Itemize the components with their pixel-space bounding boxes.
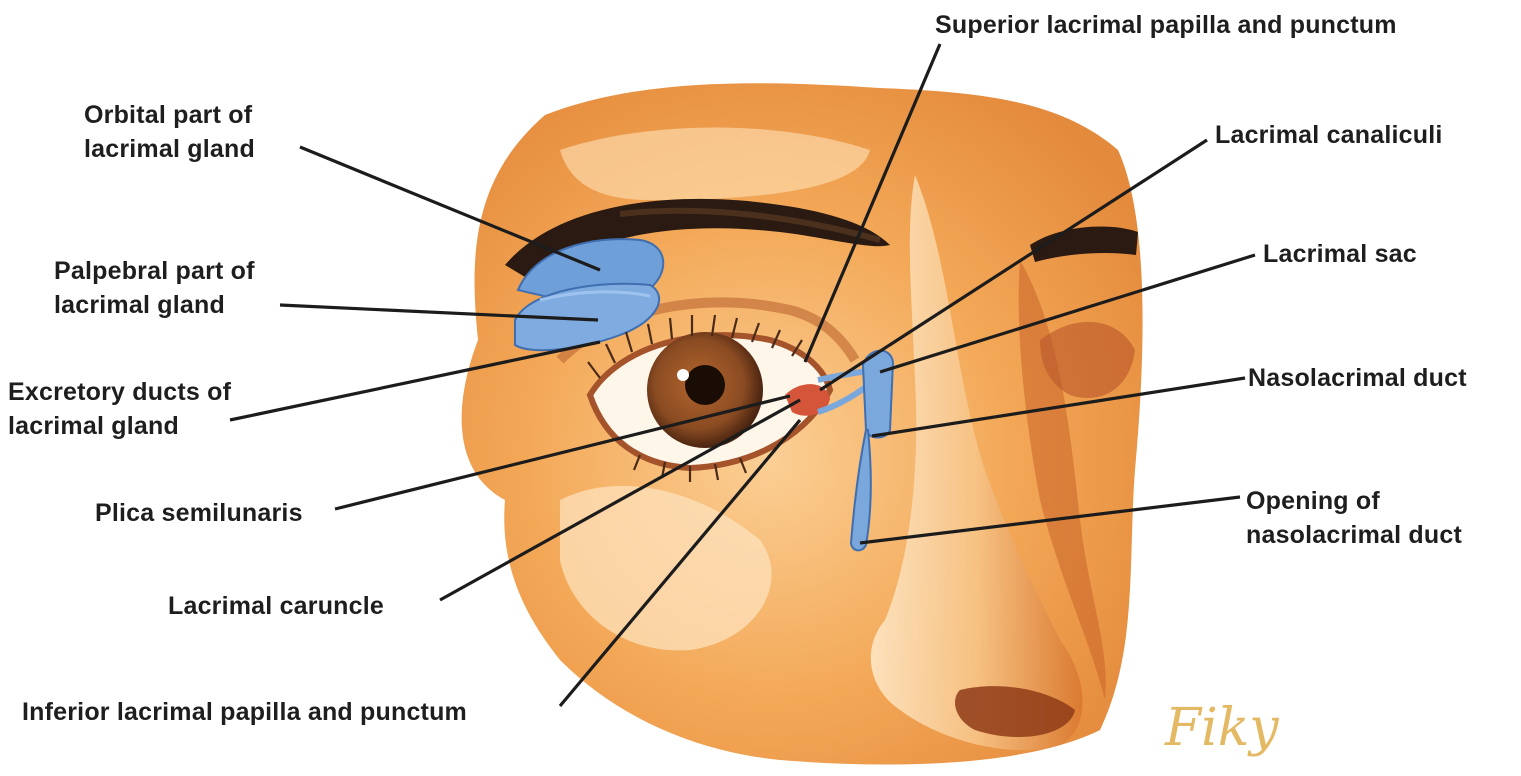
label-lacrimal-caruncle: Lacrimal caruncle xyxy=(168,589,384,623)
lacrimal-sac-shape xyxy=(863,351,893,438)
label-lacrimal-sac: Lacrimal sac xyxy=(1263,237,1417,271)
label-superior-papilla: Superior lacrimal papilla and punctum xyxy=(935,8,1397,42)
label-nasolacrimal-duct: Nasolacrimal duct xyxy=(1248,361,1467,395)
label-orbital-part: Orbital part of lacrimal gland xyxy=(84,98,255,166)
pupil xyxy=(685,365,725,405)
label-lacrimal-canaliculi: Lacrimal canaliculi xyxy=(1215,118,1443,152)
artist-signature: Fiky xyxy=(1165,698,1279,758)
label-opening-nasolacrimal: Opening of nasolacrimal duct xyxy=(1246,484,1462,552)
label-palpebral-part: Palpebral part of lacrimal gland xyxy=(54,254,255,322)
eye-highlight xyxy=(677,369,689,381)
label-plica-semilunaris: Plica semilunaris xyxy=(95,496,303,530)
label-inferior-papilla: Inferior lacrimal papilla and punctum xyxy=(22,695,467,729)
label-excretory-ducts: Excretory ducts of lacrimal gland xyxy=(8,375,231,443)
